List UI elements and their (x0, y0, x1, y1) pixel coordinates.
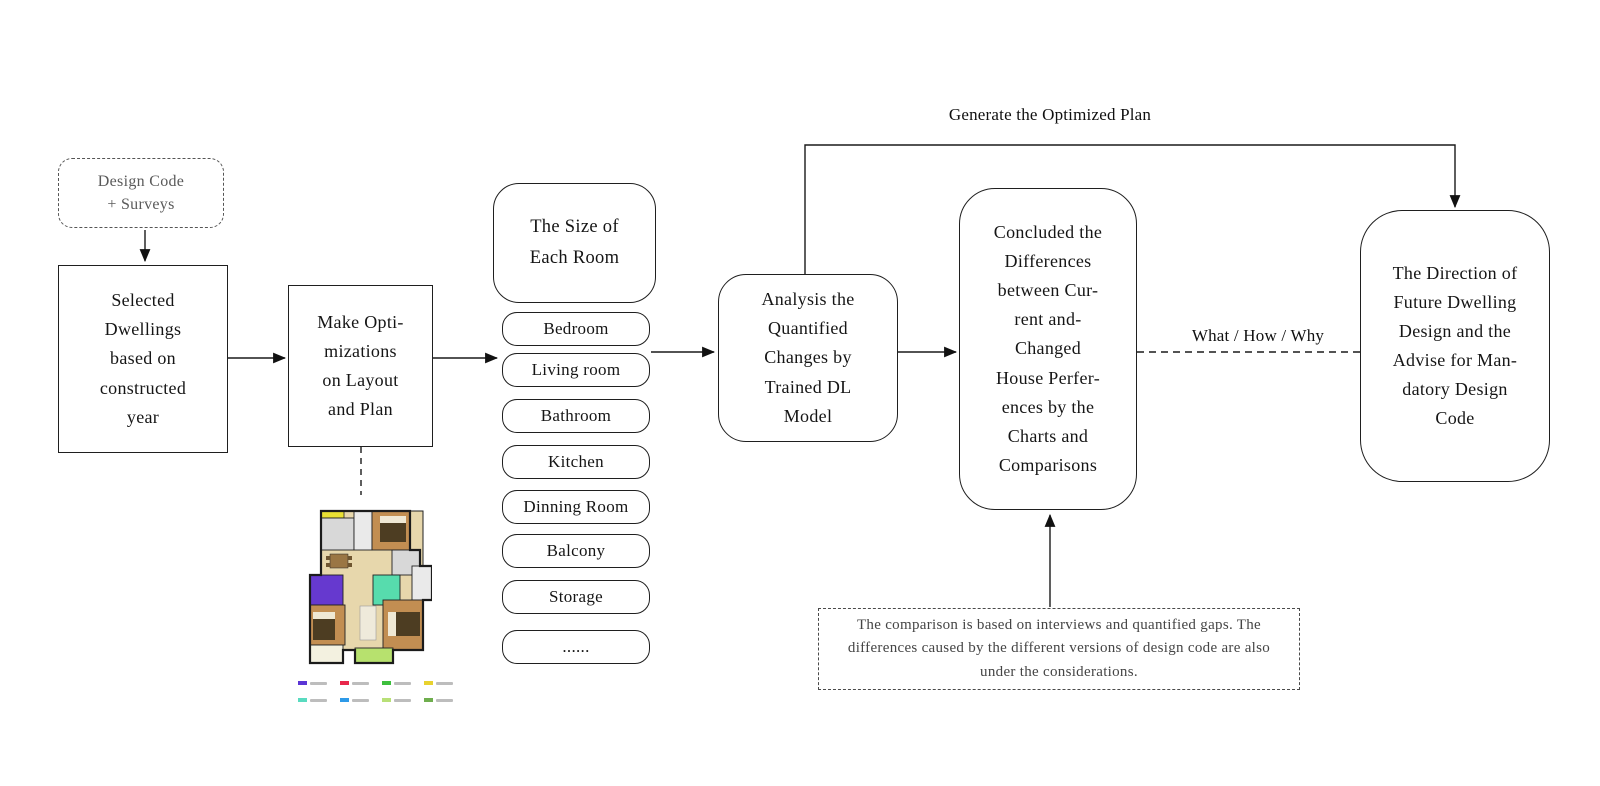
room-item-dinning-room: Dinning Room (502, 490, 650, 524)
edge-label-what-how-why: What / How / Why (1191, 326, 1325, 345)
node-comparison-note: The comparison is based on interviews an… (818, 608, 1300, 690)
plan-room-farright (411, 565, 432, 601)
legend-label-illegible (394, 698, 411, 702)
room-item-balcony-label: Balcony (546, 541, 606, 560)
legend-item (340, 681, 369, 685)
room-item-bathroom: Bathroom (502, 399, 650, 433)
node-design-code-surveys: Design Code + Surveys (58, 158, 224, 228)
plan-utility-lightgray (353, 510, 373, 551)
node-size-of-each-room-label: The Size of Each Room (529, 216, 620, 268)
legend-label-illegible (352, 681, 369, 685)
room-item-ellipsis: ...... (502, 630, 650, 664)
node-comparison-note-label: The comparison is based on interviews an… (847, 617, 1271, 680)
legend-swatch-lightgreen (382, 698, 391, 702)
room-item-ellipsis-label: ...... (562, 637, 590, 656)
node-selected-dwellings-label: Selected Dwellings based on constructed … (99, 290, 187, 427)
legend-swatch-red (340, 681, 349, 685)
node-make-optimizations-label: Make Opti- mizations on Layout and Plan (317, 311, 404, 420)
room-item-kitchen: Kitchen (502, 445, 650, 479)
room-item-living-room-label: Living room (531, 360, 621, 379)
room-item-kitchen-label: Kitchen (548, 452, 604, 471)
plan-bathroom-gray (320, 517, 355, 551)
legend-item (424, 681, 453, 685)
room-item-balcony: Balcony (502, 534, 650, 568)
legend-label-illegible (436, 698, 453, 702)
legend-swatch-blue (340, 698, 349, 702)
node-analysis-dl-model-label: Analysis the Quantified Changes by Train… (761, 289, 855, 426)
legend-label-illegible (310, 681, 327, 685)
node-size-of-each-room: The Size of Each Room (493, 183, 656, 303)
legend-label-illegible (352, 698, 369, 702)
legend-swatch-green (382, 681, 391, 685)
legend-label-illegible (310, 698, 327, 702)
node-future-direction: The Direction of Future Dwelling Design … (1360, 210, 1550, 482)
node-make-optimizations: Make Opti- mizations on Layout and Plan (288, 285, 433, 447)
plan-room-purple (309, 574, 344, 606)
feedback-line-generate-plan (804, 144, 1461, 274)
legend-swatch-yellow (424, 681, 433, 685)
floor-plan-legend-row-2 (298, 698, 453, 702)
node-concluded-differences: Concluded the Differences between Cur- r… (959, 188, 1137, 510)
node-analysis-dl-model: Analysis the Quantified Changes by Train… (718, 274, 898, 442)
plan-balcony-green (354, 647, 394, 664)
node-future-direction-label: The Direction of Future Dwelling Design … (1392, 262, 1518, 429)
node-concluded-differences-label: Concluded the Differences between Cur- r… (993, 221, 1103, 476)
floor-plan-legend-row-1 (298, 681, 453, 685)
room-item-bedroom: Bedroom (502, 312, 650, 346)
room-item-living-room: Living room (502, 353, 650, 387)
floor-plan-image (308, 509, 432, 665)
room-item-bathroom-label: Bathroom (540, 406, 612, 425)
legend-item (298, 698, 327, 702)
legend-swatch-teal (298, 698, 307, 702)
legend-item (382, 681, 411, 685)
room-item-storage: Storage (502, 580, 650, 614)
plan-area-offwhite (309, 644, 344, 664)
edge-label-generate-optimized-plan: Generate the Optimized Plan (948, 105, 1152, 124)
node-selected-dwellings: Selected Dwellings based on constructed … (58, 265, 228, 453)
legend-swatch-purple (298, 681, 307, 685)
room-item-bedroom-label: Bedroom (543, 319, 609, 338)
room-item-dinning-room-label: Dinning Room (523, 497, 629, 516)
room-item-storage-label: Storage (548, 587, 604, 606)
legend-item (424, 698, 453, 702)
legend-swatch-darkgreen (424, 698, 433, 702)
legend-label-illegible (394, 681, 411, 685)
node-design-code-surveys-label: Design Code + Surveys (97, 172, 185, 213)
legend-item (382, 698, 411, 702)
legend-item (340, 698, 369, 702)
legend-label-illegible (436, 681, 453, 685)
legend-item (298, 681, 327, 685)
